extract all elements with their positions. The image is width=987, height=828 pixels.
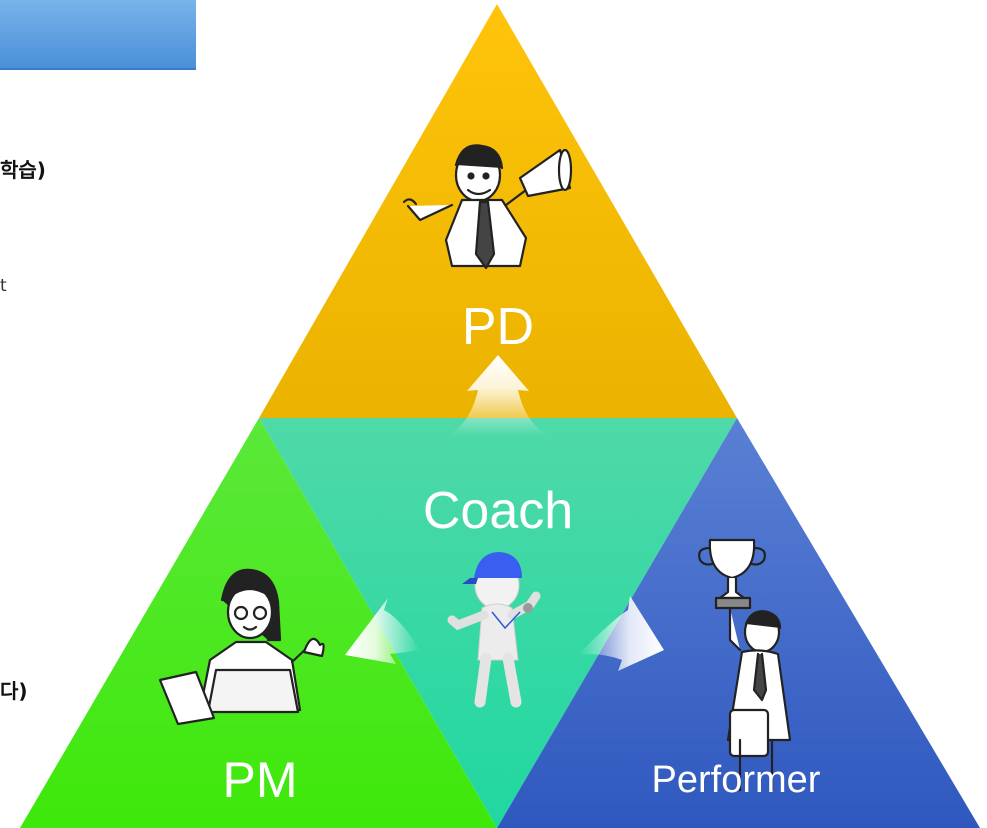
coach-whistle-icon — [447, 552, 541, 708]
side-text-3: 다) — [0, 679, 28, 703]
coach-label: Coach — [423, 482, 573, 540]
side-text-1: 학습) — [0, 158, 46, 182]
side-text-2: t — [0, 276, 7, 296]
arrow-left-icon — [345, 598, 420, 664]
trophy-man-icon — [698, 538, 792, 792]
pd-label: PD — [462, 298, 534, 356]
pm-label: PM — [223, 752, 298, 808]
arrow-up-icon — [446, 355, 550, 436]
megaphone-man-icon — [402, 144, 573, 270]
section-header-bar — [0, 0, 196, 70]
performer-label: Performer — [652, 759, 821, 801]
arrow-right-icon — [578, 596, 664, 671]
woman-laptop-icon — [158, 568, 325, 726]
right-triangle — [497, 418, 980, 828]
